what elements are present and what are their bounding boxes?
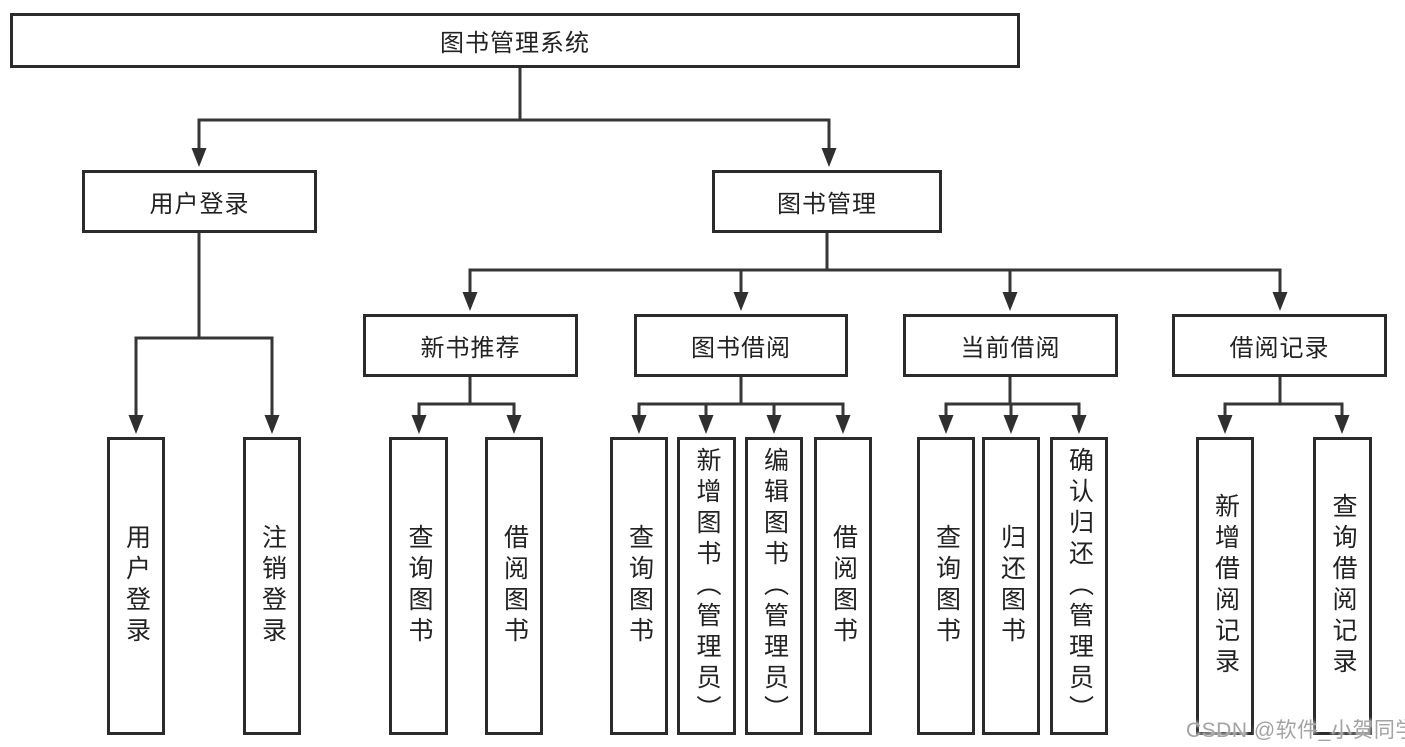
connector-current-borrowing-group — [944, 375, 1081, 418]
arrowhead-new-book-recommend — [462, 292, 478, 311]
leaf-br-query-record: 查询借阅记录 — [1313, 437, 1372, 735]
leaf-br-query-record-label: 查询借阅记录 — [1329, 493, 1357, 679]
arrowhead-leaf-bb-borrow — [835, 415, 851, 434]
node-book-borrowing: 图书借阅 — [634, 314, 848, 377]
leaf-bb-borrow-books: 借阅图书 — [814, 437, 872, 735]
leaf-cb-confirm-return: 确认归还（管理员） — [1050, 437, 1108, 735]
arrowhead-book-management — [821, 148, 837, 167]
node-borrowing-records: 借阅记录 — [1172, 314, 1387, 377]
leaf-cb-query-books: 查询图书 — [917, 437, 975, 735]
leaf-logout-login-label: 注销登录 — [258, 524, 287, 648]
arrowhead-leaf-user-login — [128, 415, 144, 434]
node-user-login: 用户登录 — [82, 170, 317, 233]
leaf-nbr-query-books: 查询图书 — [389, 437, 448, 735]
arrowhead-borrowing-records — [1272, 292, 1288, 311]
node-root: 图书管理系统 — [10, 13, 1020, 68]
arrowhead-leaf-cb-confirm — [1071, 415, 1087, 434]
arrowhead-leaf-br-query — [1334, 415, 1350, 434]
leaf-cb-return-books-label: 归还图书 — [997, 524, 1026, 648]
leaf-nbr-borrow-books-label: 借阅图书 — [500, 524, 529, 648]
leaf-cb-return-books: 归还图书 — [982, 437, 1040, 735]
leaf-user-login: 用户登录 — [107, 437, 165, 735]
leaf-nbr-query-books-label: 查询图书 — [405, 524, 433, 648]
node-book-management: 图书管理 — [712, 170, 942, 233]
arrowhead-leaf-bb-add — [698, 415, 714, 434]
leaf-bb-add-books: 新增图书（管理员） — [677, 437, 736, 735]
arrowhead-current-borrowing — [1002, 292, 1018, 311]
arrowhead-leaf-nbr-query — [411, 415, 427, 434]
leaf-logout-login: 注销登录 — [243, 437, 301, 735]
leaf-bb-edit-books-label: 编辑图书（管理员） — [760, 446, 789, 726]
leaf-bb-query-books: 查询图书 — [610, 437, 668, 735]
arrowhead-user-login — [191, 148, 207, 167]
leaf-bb-query-books-label: 查询图书 — [625, 524, 654, 648]
leaf-bb-add-books-label: 新增图书（管理员） — [693, 446, 721, 726]
node-new-book-recommend: 新书推荐 — [363, 314, 578, 377]
arrowhead-leaf-nbr-borrow — [506, 415, 522, 434]
leaf-bb-borrow-books-label: 借阅图书 — [829, 524, 858, 648]
leaf-user-login-label: 用户登录 — [122, 524, 151, 648]
leaf-br-add-record: 新增借阅记录 — [1196, 437, 1254, 735]
connector-book-management-trunk — [468, 231, 1282, 296]
leaf-nbr-borrow-books: 借阅图书 — [485, 437, 543, 735]
arrowhead-leaf-br-add — [1217, 415, 1233, 434]
connector-borrowing-records-group — [1223, 375, 1344, 418]
connector-user-login-group — [134, 231, 274, 418]
node-current-borrowing: 当前借阅 — [903, 314, 1118, 377]
watermark: CSDN @软件_小贺同学 — [1186, 719, 1405, 742]
connector-new-book-recommend-group — [417, 375, 516, 418]
arrowhead-leaf-cb-return — [1003, 415, 1019, 434]
arrowhead-leaf-cb-query — [938, 415, 954, 434]
arrowhead-leaf-bb-edit — [766, 415, 782, 434]
connector-book-borrowing-group — [637, 375, 845, 418]
arrowhead-leaf-logout-login — [264, 415, 280, 434]
arrowhead-book-borrowing — [733, 292, 749, 311]
leaf-bb-edit-books: 编辑图书（管理员） — [745, 437, 803, 735]
leaf-cb-query-books-label: 查询图书 — [932, 524, 961, 648]
leaf-br-add-record-label: 新增借阅记录 — [1211, 493, 1240, 679]
connector-root-trunk — [197, 66, 831, 152]
arrowhead-leaf-bb-query — [631, 415, 647, 434]
leaf-cb-confirm-return-label: 确认归还（管理员） — [1065, 446, 1094, 726]
